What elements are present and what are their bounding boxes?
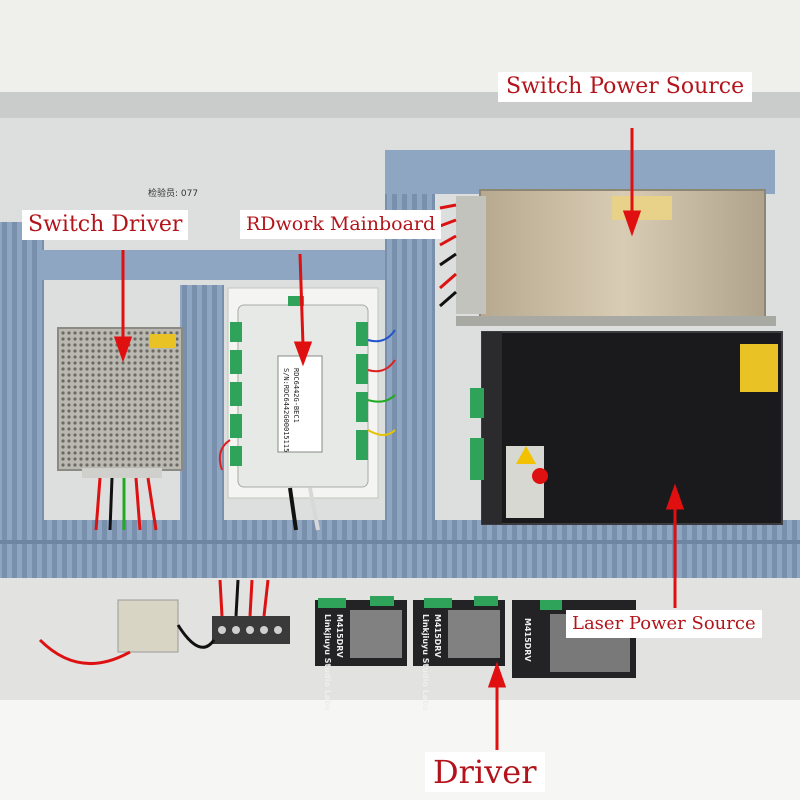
blue-rail-right-top xyxy=(385,150,775,194)
blue-trunk xyxy=(0,520,800,578)
switch-driver-terminal xyxy=(82,468,162,478)
mainboard-label-plate xyxy=(277,355,323,453)
mainboard-terminals-right xyxy=(356,322,368,460)
label-switch-driver: Switch Driver xyxy=(22,210,189,240)
label-rdwork-mainboard: RDwork Mainboard xyxy=(240,210,442,239)
arrow-switch-driver-head xyxy=(113,336,133,363)
label-driver: Driver xyxy=(425,752,545,792)
stepper-driver-1-table xyxy=(350,610,402,658)
mainboard-wires xyxy=(218,329,396,531)
stepper-terminals xyxy=(318,596,562,610)
bottom-white xyxy=(0,700,800,800)
annotation-arrows xyxy=(113,128,685,750)
switch-power-mount xyxy=(456,316,776,326)
blue-rail-left-mid xyxy=(180,285,224,535)
blue-rail-center xyxy=(385,150,435,540)
mainboard-serial-text: S/N:RDC6442G00015115 xyxy=(282,368,290,453)
terminal-strip-screws xyxy=(218,626,282,634)
laser-psu-front xyxy=(482,332,502,524)
lower-wires xyxy=(38,579,270,665)
switch-power-sticker xyxy=(612,196,672,220)
arrow-mainboard xyxy=(298,253,305,346)
stepper-driver-2-model: M415DRV xyxy=(433,614,442,658)
switch-power-wires xyxy=(439,203,457,308)
blue-rail-left xyxy=(0,222,44,542)
blue-rail-top xyxy=(40,250,385,280)
switch-power-terminal xyxy=(456,196,486,314)
mainboard-top-terminal xyxy=(288,296,304,306)
label-switch-power-source: Switch Power Source xyxy=(498,72,753,102)
stepper-driver-1-brand: Linkjiuyu Studio Labs xyxy=(323,614,332,711)
arrow-driver-head xyxy=(487,661,507,688)
inspector-tag: 检验员: 077 xyxy=(148,189,199,199)
mainboard-model-text: RDC6442G-BEC1 xyxy=(292,368,300,423)
arrow-switch-power-head xyxy=(622,210,642,237)
laser-psu-terminals xyxy=(470,388,484,480)
arrow-mainboard-head xyxy=(293,341,313,367)
laser-psu-sticker-yellow xyxy=(740,344,778,392)
laser-psu-seal xyxy=(532,468,548,484)
arrow-laser-head xyxy=(665,483,685,510)
laser-psu-warning xyxy=(516,446,536,464)
stepper-driver-3-model: M415DRV xyxy=(523,618,532,662)
mainboard-terminals-left xyxy=(230,322,242,466)
emi-filter xyxy=(117,599,179,653)
stepper-driver-2-brand: Linkjiuyu Studio Labs xyxy=(421,614,430,711)
switch-driver-sticker xyxy=(150,334,176,348)
switch-driver-wires xyxy=(94,477,158,531)
stepper-driver-1-model: M415DRV xyxy=(335,614,344,658)
label-laser-power-source: Laser Power Source xyxy=(566,610,762,638)
stepper-driver-2-table xyxy=(448,610,500,658)
blue-trunk-edge xyxy=(0,540,800,544)
